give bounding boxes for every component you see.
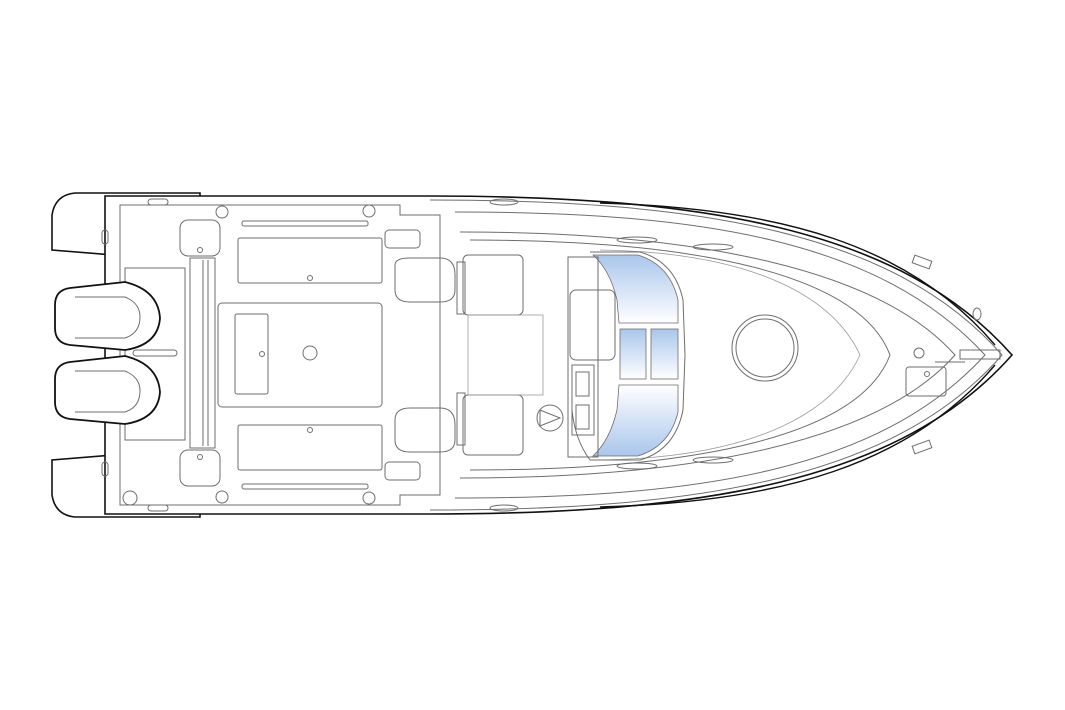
gunwale-box-starboard (384, 461, 421, 481)
foredeck-hatch (731, 314, 799, 382)
windshield-glass-starboard (591, 384, 679, 457)
inner-gunwale (454, 211, 986, 499)
steering-wheel-spokes (539, 409, 562, 427)
outboard-engine-starboard (54, 355, 161, 425)
cup-holder (122, 490, 138, 506)
foredeck-hatch-inner (735, 318, 795, 378)
jump-seat-port (394, 257, 456, 303)
portlight (692, 456, 734, 464)
helm-deck (467, 314, 544, 396)
transom-drain (101, 461, 109, 477)
bow-cleat-fitting (913, 347, 925, 359)
cabin-top (469, 239, 891, 471)
steering-wheel (536, 404, 564, 432)
transom-drain (101, 229, 109, 245)
engine-well (124, 267, 186, 441)
rail-strip-starboard (241, 483, 369, 490)
portlight (489, 198, 519, 206)
stern-cleat (147, 198, 169, 206)
cabin-top-inner (599, 249, 861, 461)
deck-edge (119, 204, 441, 506)
portlight (489, 504, 519, 512)
anchor-locker-latch (924, 371, 930, 377)
engine-hatch-latch (259, 351, 265, 357)
bow-chock (911, 254, 933, 270)
rub-rail (599, 202, 996, 508)
windshield-glass-center-left (619, 328, 647, 380)
gunwale-line (429, 199, 1003, 511)
engine-hatch (217, 302, 383, 408)
cup-holder (215, 490, 229, 504)
rigging-tube (132, 349, 178, 357)
windshield-glass-port (591, 254, 679, 324)
cup-holder (362, 491, 376, 505)
transom-locker-port (179, 219, 221, 257)
helm-seat-port-back (456, 261, 466, 315)
gunwale-box-port (384, 229, 421, 249)
portlight (692, 243, 734, 251)
fish-box-latch (307, 427, 313, 433)
anchor-locker (905, 366, 947, 397)
jump-seat-starboard (394, 407, 456, 453)
transom-locker-starboard (179, 449, 221, 487)
portlight (616, 462, 658, 470)
fish-box-port (237, 237, 383, 284)
transom-latch (197, 454, 203, 460)
fish-box-starboard (237, 424, 383, 471)
bow-light (972, 307, 982, 321)
hull-outline (104, 195, 1014, 515)
helm-seat-starboard-back (456, 392, 466, 446)
helm-console (567, 256, 599, 458)
companion-seat (569, 289, 616, 361)
windshield-glass-center-right (650, 328, 679, 380)
helm-electronics (571, 364, 595, 436)
electronics-display (575, 404, 590, 430)
outboard-engine-port (54, 281, 161, 351)
cup-holder (362, 204, 376, 218)
outboard-engine-port-cover (75, 296, 141, 339)
portlight (616, 236, 658, 244)
bow-roller (959, 349, 1001, 360)
engine-hatch-inset (234, 313, 269, 395)
outboard-engine-starboard-cover (75, 370, 141, 413)
fish-box-latch (307, 275, 313, 281)
transom-bar (189, 257, 216, 449)
deck-drain (302, 345, 318, 361)
electronics-display (575, 371, 590, 397)
rail-strip-port (241, 220, 369, 227)
cup-holder (215, 205, 229, 219)
bow-chock (911, 439, 933, 455)
transom-latch (197, 247, 203, 253)
transom-bar-inner (202, 260, 209, 446)
foredeck (459, 231, 956, 479)
stern-cleat (147, 504, 169, 512)
windshield-frame (571, 251, 686, 461)
